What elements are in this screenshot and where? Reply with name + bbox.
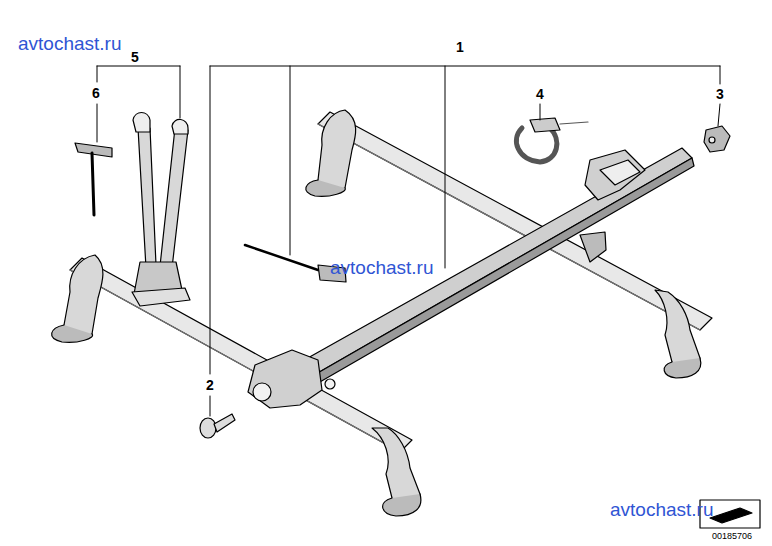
watermark: avtochast.ru xyxy=(610,500,714,519)
callout-number: 5 xyxy=(131,50,139,64)
callout-number: 2 xyxy=(206,378,214,392)
callout-number: 6 xyxy=(92,86,100,100)
callout-number: 4 xyxy=(536,87,544,101)
front-crossbar xyxy=(52,255,421,516)
strap xyxy=(516,118,588,162)
watermark: avtochast.ru xyxy=(18,34,122,53)
callout-number: 1 xyxy=(456,40,464,54)
fork-holder xyxy=(132,113,190,307)
watermark: avtochast.ru xyxy=(330,258,434,277)
end-cap xyxy=(704,126,730,152)
bike-rail xyxy=(248,148,694,408)
callout-number: 3 xyxy=(716,87,724,101)
diagram-code: 00185706 xyxy=(712,532,752,541)
leader-lines xyxy=(97,66,720,416)
key xyxy=(200,414,235,438)
